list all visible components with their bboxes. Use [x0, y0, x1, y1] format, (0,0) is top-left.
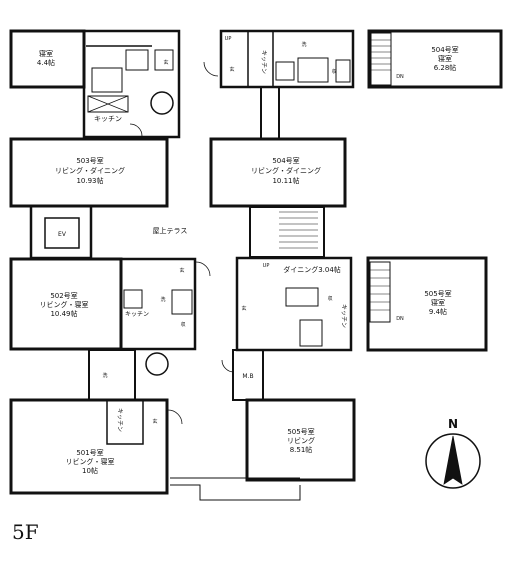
room-503-size: 10.93帖	[76, 176, 103, 185]
entrance-label: 玄	[179, 267, 184, 274]
fixture-bath	[91, 67, 123, 93]
floor-label: 5F	[12, 520, 39, 544]
washroom-label: 洗	[301, 41, 306, 48]
room-505b-size: 9.4帖	[429, 307, 447, 316]
door-swing	[195, 261, 211, 277]
entrance-label: 玄	[241, 305, 246, 312]
room-505-size: 8.51帖	[290, 445, 313, 454]
room-505-living	[245, 398, 356, 482]
kitchen-label-505: キッチン	[340, 304, 347, 328]
entrance-label: 玄	[229, 66, 234, 73]
stair-core	[249, 206, 325, 258]
washroom-label: 洗	[102, 372, 107, 379]
room-505b-name: 505号室	[424, 289, 451, 298]
fixture-counter	[285, 287, 319, 307]
compass-letter: N	[448, 417, 458, 431]
dining-label: ダイニング3.04帖	[283, 265, 341, 274]
compass-icon	[425, 433, 481, 489]
entrance-label: 玄	[163, 59, 168, 66]
room-503-name: 503号室	[76, 156, 103, 165]
room-504-wet-area	[219, 29, 355, 89]
room-504b-size: 6.28帖	[434, 63, 457, 72]
room-502-wet-area	[119, 257, 197, 351]
stair-treads	[371, 39, 391, 71]
tree-icon	[145, 352, 169, 376]
stair-treads	[279, 211, 318, 249]
kitchen-label-502: キッチン	[125, 311, 149, 318]
bedroom-tl-size: 4.4帖	[37, 58, 55, 67]
room-502-name: 502号室	[50, 291, 77, 300]
fixture-bath	[171, 289, 193, 315]
room-504-bedroom	[367, 29, 503, 89]
elevator	[44, 217, 80, 249]
room-501-room: リビング・寝室	[66, 457, 115, 466]
room-505-dining	[235, 256, 353, 352]
room-501-size: 10帖	[82, 466, 98, 475]
mb-label: M.B	[242, 373, 253, 380]
terrace-outline	[170, 484, 301, 501]
storage-label: 収	[331, 68, 336, 75]
up-label: UP	[263, 263, 270, 269]
fixture-kitchen-counter	[87, 95, 129, 113]
room-501-name: 501号室	[76, 448, 103, 457]
room-504-size: 10.11帖	[272, 176, 299, 185]
compass-needle	[443, 435, 463, 485]
dn-label: DN	[396, 316, 404, 322]
room-505b-room: 寝室	[431, 298, 445, 307]
bedroom-tl-name: 寝室	[39, 49, 53, 58]
kitchen-label-501: キッチン	[116, 408, 123, 432]
room-503-room: リビング・ダイニング	[55, 166, 125, 175]
door-swing	[167, 409, 183, 425]
fixture-washbasin	[125, 49, 149, 71]
up-label: UP	[225, 36, 232, 42]
kitchen-label-504: キッチン	[260, 50, 267, 74]
fixture-cross	[87, 95, 129, 113]
room-504-name: 504号室	[272, 156, 299, 165]
fixture-counter	[123, 289, 143, 309]
room-505-room: リビング	[287, 436, 315, 445]
room-501-entry	[88, 349, 136, 401]
dn-label: DN	[396, 74, 404, 80]
stair	[369, 261, 391, 323]
door-swing	[129, 123, 143, 137]
fixture-toilet	[154, 49, 174, 71]
room-505-bedroom	[366, 256, 488, 352]
room-504b-name: 504号室	[431, 45, 458, 54]
fixture-sink	[275, 61, 295, 81]
kitchen-label-503: キッチン	[94, 115, 122, 123]
room-501-kitchen	[106, 399, 144, 445]
room-502-size: 10.49帖	[50, 309, 77, 318]
room-505-name: 505号室	[287, 427, 314, 436]
stair	[370, 32, 392, 86]
room-501-living	[9, 398, 169, 495]
room-504b-room: 寝室	[438, 54, 452, 63]
fixture-bath	[299, 319, 323, 347]
storage-label: 収	[180, 321, 185, 328]
tree-icon	[150, 91, 174, 115]
door-swing	[203, 61, 219, 77]
rooftop-terrace-label: 屋上テラス	[153, 226, 188, 235]
room-503-wet-area	[82, 29, 181, 139]
entrance-label: 玄	[152, 418, 157, 425]
room-504-room: リビング・ダイニング	[251, 166, 321, 175]
fixture-toilet	[335, 59, 351, 83]
fixture-bath	[297, 57, 329, 83]
door-swing	[221, 359, 235, 373]
stair-treads	[370, 269, 390, 311]
elevator-label: EV	[58, 231, 67, 238]
storage-label: 収	[327, 295, 332, 302]
washroom-label: 洗	[160, 296, 165, 303]
room-502-room: リビング・寝室	[40, 300, 89, 309]
